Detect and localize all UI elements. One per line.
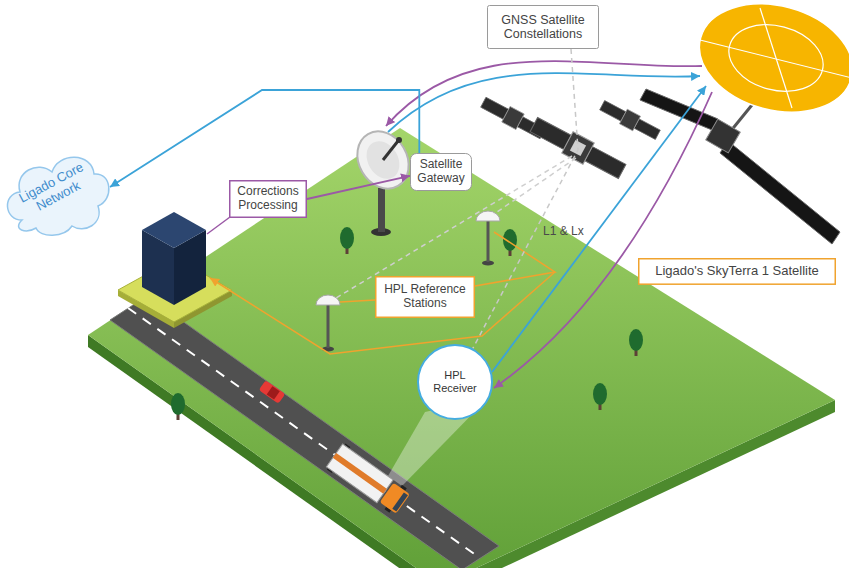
gnss-signal (494, 158, 576, 214)
truck-part (333, 453, 387, 494)
skyterra-satellite (640, 0, 849, 244)
tree-part (593, 383, 607, 405)
truck-part (392, 492, 408, 511)
gnss-satellite-part (481, 97, 509, 119)
edge-label: L1 & Lx (543, 225, 584, 239)
network-link (110, 90, 419, 187)
tree-part (340, 227, 354, 249)
reference-antenna (316, 295, 340, 352)
station-leader (340, 300, 375, 302)
cloud-outline (7, 157, 108, 235)
truck (325, 442, 412, 517)
gateway-dish-part (383, 141, 398, 160)
gateway-dish (347, 122, 419, 236)
car-part (259, 380, 286, 404)
gnss-satellite-part (634, 119, 660, 140)
gateway-label: Satellite Gateway (410, 153, 472, 191)
processing-building-part (142, 212, 206, 248)
gnss-satellite-part (585, 147, 626, 179)
gnss-satellite-part (502, 106, 524, 129)
downlink-arc (386, 61, 702, 126)
node-text: Satellite Gateway (414, 158, 468, 186)
skyterra-satellite-part (760, 8, 792, 108)
downlink-line (494, 92, 712, 388)
uplink-arc (388, 73, 700, 132)
car-part (267, 386, 280, 399)
gateway-dish-part (378, 188, 385, 232)
box-outline (488, 6, 599, 49)
network-cloud: Ligado Core Network (0, 140, 110, 240)
tree (629, 329, 643, 356)
reference-antenna-part (476, 211, 500, 221)
station-leader (475, 232, 555, 286)
gnss-signal (473, 49, 578, 348)
gateway-dish-part (347, 122, 419, 198)
box-outline (376, 277, 475, 318)
box-outline (230, 181, 307, 218)
skyterra-satellite-part (687, 0, 849, 128)
gnss-satellite-part (530, 117, 571, 149)
processing-building (118, 212, 232, 328)
box-outline (639, 258, 836, 283)
tree-part (171, 393, 185, 415)
skyterra-satellite-part (700, 40, 849, 78)
gnss-satellite-part (620, 109, 641, 131)
gnss-satellite-part (600, 101, 626, 122)
tree (340, 227, 354, 254)
station-label: HPL Reference Stations (375, 276, 475, 318)
box-outline (411, 154, 472, 191)
leader-line (207, 217, 230, 234)
gateway-dish-part (396, 137, 402, 143)
reference-antenna-part (327, 304, 330, 348)
node-text: Ligado's SkyTerra 1 Satellite (655, 264, 819, 279)
node-text: Corrections Processing (234, 185, 302, 213)
truck-part (326, 444, 393, 503)
tree-part (629, 329, 643, 351)
skyterra-satellite-part (640, 89, 718, 130)
node-text: HPL Reference Stations (380, 283, 470, 311)
reference-antenna-part (487, 220, 490, 262)
truck-part (380, 483, 410, 514)
ground (88, 128, 835, 568)
road (110, 296, 499, 568)
node-text: HPL Receiver (425, 369, 484, 394)
node-text: GNSS Satellite Constellations (492, 13, 594, 42)
tree (171, 393, 185, 420)
reference-antenna (476, 211, 500, 266)
process-label: Corrections Processing (229, 180, 307, 218)
uplink-line (492, 86, 706, 372)
skyterra-satellite-part (706, 119, 741, 153)
station-data-line (210, 272, 555, 354)
satellite-label: Ligado's SkyTerra 1 Satellite (638, 258, 836, 285)
reference-antenna-part (316, 295, 340, 305)
tree (593, 383, 607, 410)
car (259, 380, 286, 404)
constellation-label: GNSS Satellite Constellations (487, 5, 599, 49)
circle-outline (418, 345, 492, 419)
receiver-circle: HPL Receiver (417, 344, 493, 420)
skyterra-satellite-part (720, 141, 840, 244)
corrections-link (307, 176, 410, 199)
